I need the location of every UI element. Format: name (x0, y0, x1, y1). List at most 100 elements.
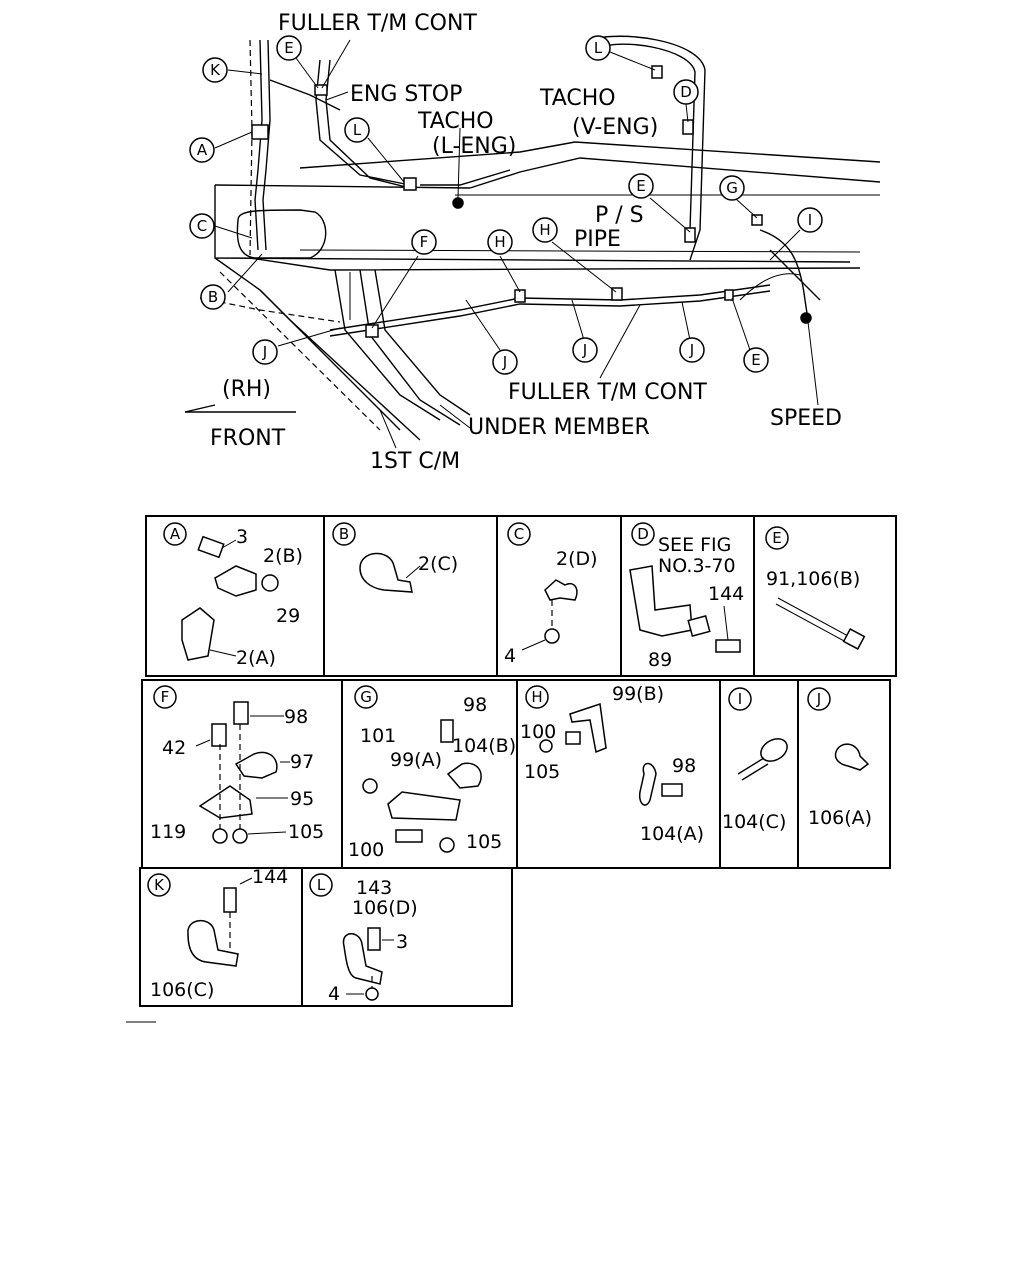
clip-part (834, 743, 870, 771)
callout-a: A (197, 141, 208, 159)
nut-part (261, 574, 279, 592)
callout-j-2: J (502, 353, 507, 371)
detail-j: J 106(A) (807, 687, 872, 829)
detail-a-p3: 29 (276, 605, 300, 627)
callout-b: B (208, 288, 218, 306)
detail-b: B 2(C) (332, 522, 458, 593)
detail-c-p2: 4 (504, 645, 516, 667)
bolt-part (233, 701, 249, 725)
ring-clip-part (760, 738, 788, 762)
label-ps: P / S (595, 203, 644, 228)
callout-e-bottom: E (751, 351, 760, 369)
detail-g-p2: 101 (360, 725, 396, 747)
leader-lines (214, 39, 819, 449)
callouts: K E A L C B F H H L D E G I J J J J E (189, 35, 823, 375)
detail-f: F 98 42 97 95 119 105 (150, 685, 324, 844)
detail-l-p4: 4 (328, 983, 340, 1005)
clamp-part (359, 552, 413, 593)
bolt-part (367, 927, 381, 951)
detail-b-p1: 2(C) (418, 553, 458, 575)
detail-l-p1: 143 (356, 877, 392, 899)
label-first-cm: 1ST C/M (370, 449, 460, 474)
detail-i: I 104(C) (722, 687, 788, 833)
detail-g-letter: G (360, 688, 372, 706)
detail-h-p1: 99(B) (612, 683, 664, 705)
detail-g-p5: 100 (348, 839, 384, 861)
detail-k-p2: 106(C) (150, 979, 214, 1001)
label-tacho-l: TACHO (417, 109, 494, 134)
detail-g-p3: 99(A) (390, 749, 442, 771)
detail-a-p4: 2(A) (236, 647, 276, 669)
clip-part (181, 607, 215, 661)
label-tacho-v: TACHO (539, 86, 616, 111)
detail-c: C 2(D) 4 (504, 522, 598, 667)
callout-h-2: H (539, 221, 550, 239)
clamp-part (187, 920, 239, 967)
label-eng-stop: ENG STOP (350, 82, 462, 107)
callout-k: K (210, 61, 221, 79)
detail-d-note2: NO.3-70 (658, 555, 736, 577)
callout-d: D (680, 83, 692, 101)
callout-f: F (420, 233, 429, 251)
detail-i-letter: I (738, 690, 742, 708)
detail-j-p1: 106(A) (808, 807, 872, 829)
detail-l-p2: 106(D) (352, 897, 418, 919)
detail-a-p2: 2(B) (263, 545, 303, 567)
label-tacho-v-eng: (V-ENG) (572, 115, 658, 140)
clip-part (687, 615, 711, 637)
callout-l-left: L (353, 121, 362, 139)
detail-k-p1: 144 (252, 866, 288, 888)
label-fuller-top: FULLER T/M CONT (278, 11, 477, 36)
detail-f-p2: 42 (162, 737, 186, 759)
label-rh: (RH) (222, 377, 271, 402)
callout-g: G (726, 179, 738, 197)
detail-l-p3: 3 (396, 931, 408, 953)
detail-g-p6: 105 (466, 831, 502, 853)
detail-g: G 98 101 99(A) 104(B) 100 105 (348, 685, 516, 861)
detail-l-letter: L (317, 876, 326, 894)
detail-h-p4: 98 (672, 755, 696, 777)
bracket-part (198, 785, 253, 819)
detail-d-p1: 144 (708, 583, 744, 605)
label-tacho-l-eng: (L-ENG) (432, 134, 516, 159)
clamp-part (234, 751, 278, 779)
bolt-part (197, 535, 225, 559)
callout-e-mid: E (636, 177, 645, 195)
detail-h-p5: 104(A) (640, 823, 704, 845)
detail-c-letter: C (514, 525, 524, 543)
callout-j-1: J (262, 343, 267, 361)
detail-a-p1: 3 (236, 526, 248, 548)
detail-grid (126, 515, 897, 1023)
bracket-part (214, 565, 257, 597)
detail-e-letter: E (772, 529, 781, 547)
bolt-part (440, 719, 454, 743)
bolt-part (223, 887, 237, 913)
detail-j-letter: J (816, 690, 821, 708)
bracket-part (569, 703, 607, 754)
label-pipe: PIPE (574, 227, 621, 252)
callout-c: C (197, 217, 207, 235)
callout-l-right: L (594, 39, 603, 57)
detail-e: E 91,106(B) (765, 526, 866, 650)
detail-f-letter: F (161, 688, 170, 706)
label-speed: SPEED (770, 406, 842, 431)
callout-e-top: E (284, 39, 293, 57)
detail-d-letter: D (637, 525, 649, 543)
detail-h-letter: H (531, 688, 542, 706)
label-fuller-bottom: FULLER T/M CONT (508, 380, 707, 405)
detail-f-p1: 98 (284, 706, 308, 728)
frame-assembly (214, 141, 881, 441)
main-labels: FULLER T/M CONT ENG STOP TACHO (L-ENG) T… (210, 11, 842, 474)
detail-d-p2: 89 (648, 649, 672, 671)
label-front: FRONT (210, 426, 286, 451)
detail-h-p2: 100 (520, 721, 556, 743)
detail-f-p3: 97 (290, 751, 314, 773)
callout-h-1: H (494, 233, 505, 251)
clamp-part (446, 762, 482, 789)
label-under-member: UNDER MEMBER (468, 415, 650, 440)
detail-h-p3: 105 (524, 761, 560, 783)
detail-k: K 144 106(C) (147, 866, 288, 1001)
detail-b-letter: B (339, 525, 349, 543)
detail-h: H 99(B) 100 105 98 104(A) (520, 683, 704, 845)
detail-i-p1: 104(C) (722, 811, 786, 833)
